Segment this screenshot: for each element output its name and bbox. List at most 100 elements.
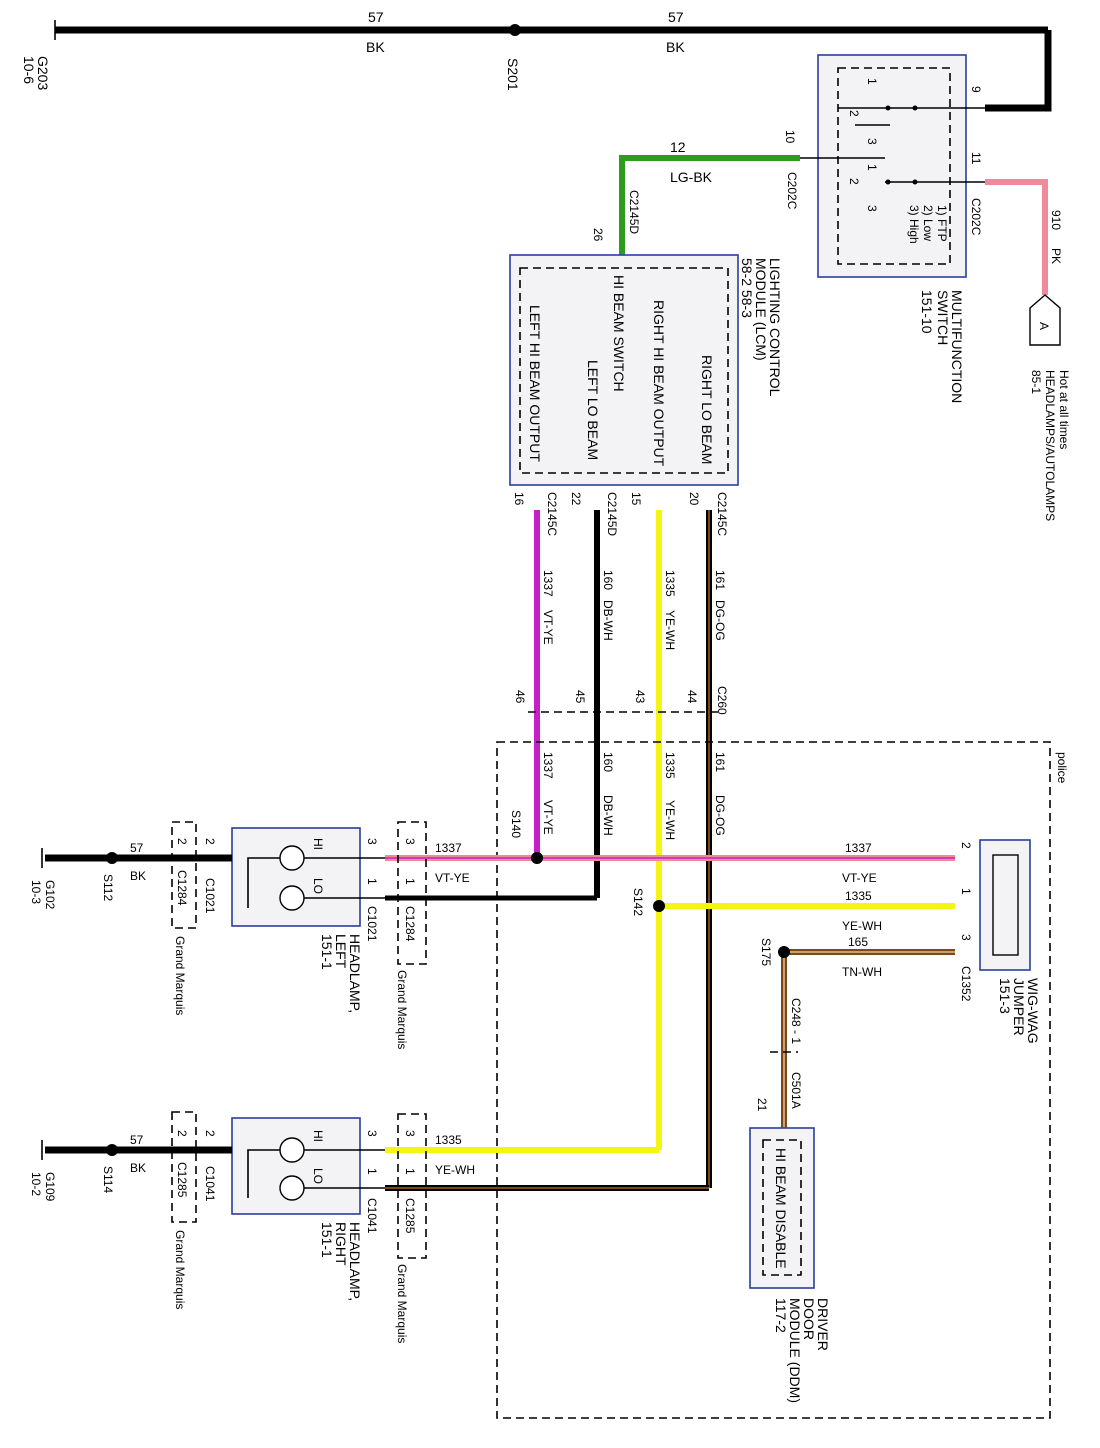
lcm-top-conn: C2145D xyxy=(627,190,641,234)
lcm-top-pin: 26 xyxy=(591,228,605,242)
green-wire-circuit: 12 xyxy=(670,139,686,155)
ye-wh-circuit-right: 1335 xyxy=(845,889,872,903)
ye-wh-color-upper: YE-WH xyxy=(663,610,677,650)
green-wire-color: LG-BK xyxy=(670,169,713,185)
mfs-legend-low: 2) Low xyxy=(921,205,935,241)
ground-right-headlamp: 57 BK S114 G109 10-2 xyxy=(29,1133,232,1202)
db-wh-color-upper: DB-WH xyxy=(601,600,615,641)
dg-og-circuit-upper: 161 xyxy=(713,570,727,590)
pink-wire-color: PK xyxy=(1049,248,1063,264)
lcm-function-right-lo: RIGHT LO BEAM xyxy=(699,355,715,464)
vt-ye-circuit-lower: 1337 xyxy=(541,752,555,779)
mfs-conn-left: C202C xyxy=(785,172,799,210)
ground-g109-label: G109 xyxy=(43,1172,57,1202)
ddm-title: DRIVER xyxy=(815,1298,831,1351)
police-region: police xyxy=(496,741,1069,1419)
c260-pin-45: 45 xyxy=(573,690,587,704)
headlamp-left-hi: HI xyxy=(311,838,325,850)
mfs-contact-2b: 2 xyxy=(847,178,861,185)
ground-g109-ref: 10-2 xyxy=(29,1172,43,1196)
db-wh-color-lower: DB-WH xyxy=(601,795,615,836)
lighting-control-module: RIGHT LO BEAM RIGHT HI BEAM OUTPUT HI BE… xyxy=(509,254,783,536)
lcm-ref: 58-2 58-3 xyxy=(739,258,755,318)
splice-s142-dot xyxy=(653,900,665,912)
headlamp-left-op2: 2 xyxy=(175,838,189,845)
splice-s142-label: S142 xyxy=(631,888,645,916)
splice-s114-dot xyxy=(106,1144,118,1156)
splice-s201-dot xyxy=(509,24,521,36)
hot-feed-line3: 85-1 xyxy=(1029,370,1043,394)
lcm-pin-22: 22 xyxy=(569,492,583,506)
ground-g102-label: G102 xyxy=(43,880,57,910)
multifunction-switch: 1 2 3 1 2 3 1) FTP 2) Low 3) High 9 10 1… xyxy=(783,54,985,403)
headlamp-right-op2: 2 xyxy=(175,1130,189,1137)
splice-s175-dot xyxy=(778,946,790,958)
db-wh-circuit-upper: 160 xyxy=(601,570,615,590)
green-wire: 12 LG-BK C2145D 26 xyxy=(591,139,800,255)
splice-s201-label: S201 xyxy=(505,58,521,91)
mfs-pin-10: 10 xyxy=(783,130,797,144)
ddm-title3: MODULE (DDM) xyxy=(787,1298,803,1403)
splice-s112-label: S112 xyxy=(101,874,115,901)
c260-pin-46: 46 xyxy=(513,690,527,704)
lcm-title2: MODULE (LCM) xyxy=(753,258,769,361)
headlamp-left-option: Grand Marquis xyxy=(173,936,187,1015)
headlamp-left-op3: 3 xyxy=(403,838,417,845)
hot-feed-marker: A xyxy=(1037,322,1051,330)
vt-ye-color-right: VT-YE xyxy=(842,871,877,885)
top-wire-left-circuit: 57 xyxy=(368,9,384,25)
vt-ye-circuit-left: 1337 xyxy=(435,841,462,855)
mfs-title2: SWITCH xyxy=(935,290,951,345)
police-label: police xyxy=(1055,752,1069,784)
ye-wh-circuit-lower: 1335 xyxy=(663,752,677,779)
headlamp-left-lo: LO xyxy=(311,878,325,894)
headlamp-right-option-conn2: C1285 xyxy=(403,1198,417,1234)
wig-wag-pin-2: 2 xyxy=(959,842,973,849)
lcm-pin-15: 15 xyxy=(629,492,643,506)
headlamp-left: HI LO 3 1 2 C1021 C1021 HEADLAMP, LEFT 1… xyxy=(171,821,427,1049)
hot-feed-line2: HEADLAMPS/AUTOLAMPS xyxy=(1043,370,1057,521)
headlamp-right-pin-2: 2 xyxy=(203,1130,217,1137)
ddm-ref: 117-2 xyxy=(773,1298,789,1333)
headlamp-left-pin-1: 1 xyxy=(365,878,379,885)
ground-right-color: BK xyxy=(130,1161,146,1175)
lcm-title: LIGHTING CONTROL xyxy=(767,258,783,397)
mfs-title: MULTIFUNCTION xyxy=(949,290,965,403)
headlamp-left-pin-3: 3 xyxy=(365,838,379,845)
headlamp-right-ref: 151-1 xyxy=(319,1222,335,1258)
tn-wh-color: TN-WH xyxy=(842,965,882,979)
lcm-conn-20: C2145C xyxy=(715,492,729,536)
wig-wag-ref: 151-3 xyxy=(997,978,1013,1014)
mfs-pin-9: 9 xyxy=(969,86,983,93)
ground-g102-ref: 10-3 xyxy=(29,880,43,904)
ddm-conn-b: C501A xyxy=(789,1072,803,1109)
ddm-conn-a: C248 - 1 xyxy=(789,998,803,1044)
ddm-title2: DOOR xyxy=(801,1298,817,1340)
headlamp-right-op3: 3 xyxy=(403,1130,417,1137)
lcm-function-right-hi: RIGHT HI BEAM OUTPUT xyxy=(651,300,667,467)
vertical-harness: 161 DG-OG 1335 YE-WH 160 DB-WH 1337 VT-Y… xyxy=(513,510,729,1188)
ddm-function: HI BEAM DISABLE xyxy=(773,1148,789,1269)
ground-left-headlamp: 57 BK S112 G102 10-3 xyxy=(29,841,232,910)
headlamp-left-title2: LEFT xyxy=(333,934,349,969)
lcm-pin-16: 16 xyxy=(512,492,526,506)
tn-wh-circuit: 165 xyxy=(848,935,868,949)
driver-door-module: HI BEAM DISABLE 21 DRIVER DOOR MODULE (D… xyxy=(749,1098,831,1403)
top-wire-left-color: BK xyxy=(366,39,385,55)
ye-wh-color-lower: YE-WH xyxy=(663,800,677,840)
vt-ye-color-lower: VT-YE xyxy=(541,800,555,835)
headlamp-right-op1: 1 xyxy=(403,1168,417,1175)
mfs-conn-right: C202C xyxy=(969,198,983,236)
ddm-pin: 21 xyxy=(755,1098,769,1112)
headlamp-right-option: Grand Marquis xyxy=(173,1230,187,1309)
headlamp-right: HI LO 3 1 2 C1041 C1041 HEADLAMP, RIGHT … xyxy=(171,1111,427,1343)
mfs-ref: 151-10 xyxy=(919,290,935,334)
ye-wh-circuit-bottom: 1335 xyxy=(435,1133,462,1147)
lcm-conn-16: C2145C xyxy=(545,492,559,536)
headlamp-right-option2: Grand Marquis xyxy=(395,1264,409,1343)
ground-g203-ref: 10-6 xyxy=(21,56,37,84)
headlamp-right-conn2: C1041 xyxy=(365,1198,379,1234)
lcm-conn-22: C2145D xyxy=(605,492,619,536)
pink-feed-wire: 910 PK A Hot at all times HEADLAMPS/AUTO… xyxy=(985,179,1071,521)
splice-s140-dot xyxy=(531,852,543,864)
